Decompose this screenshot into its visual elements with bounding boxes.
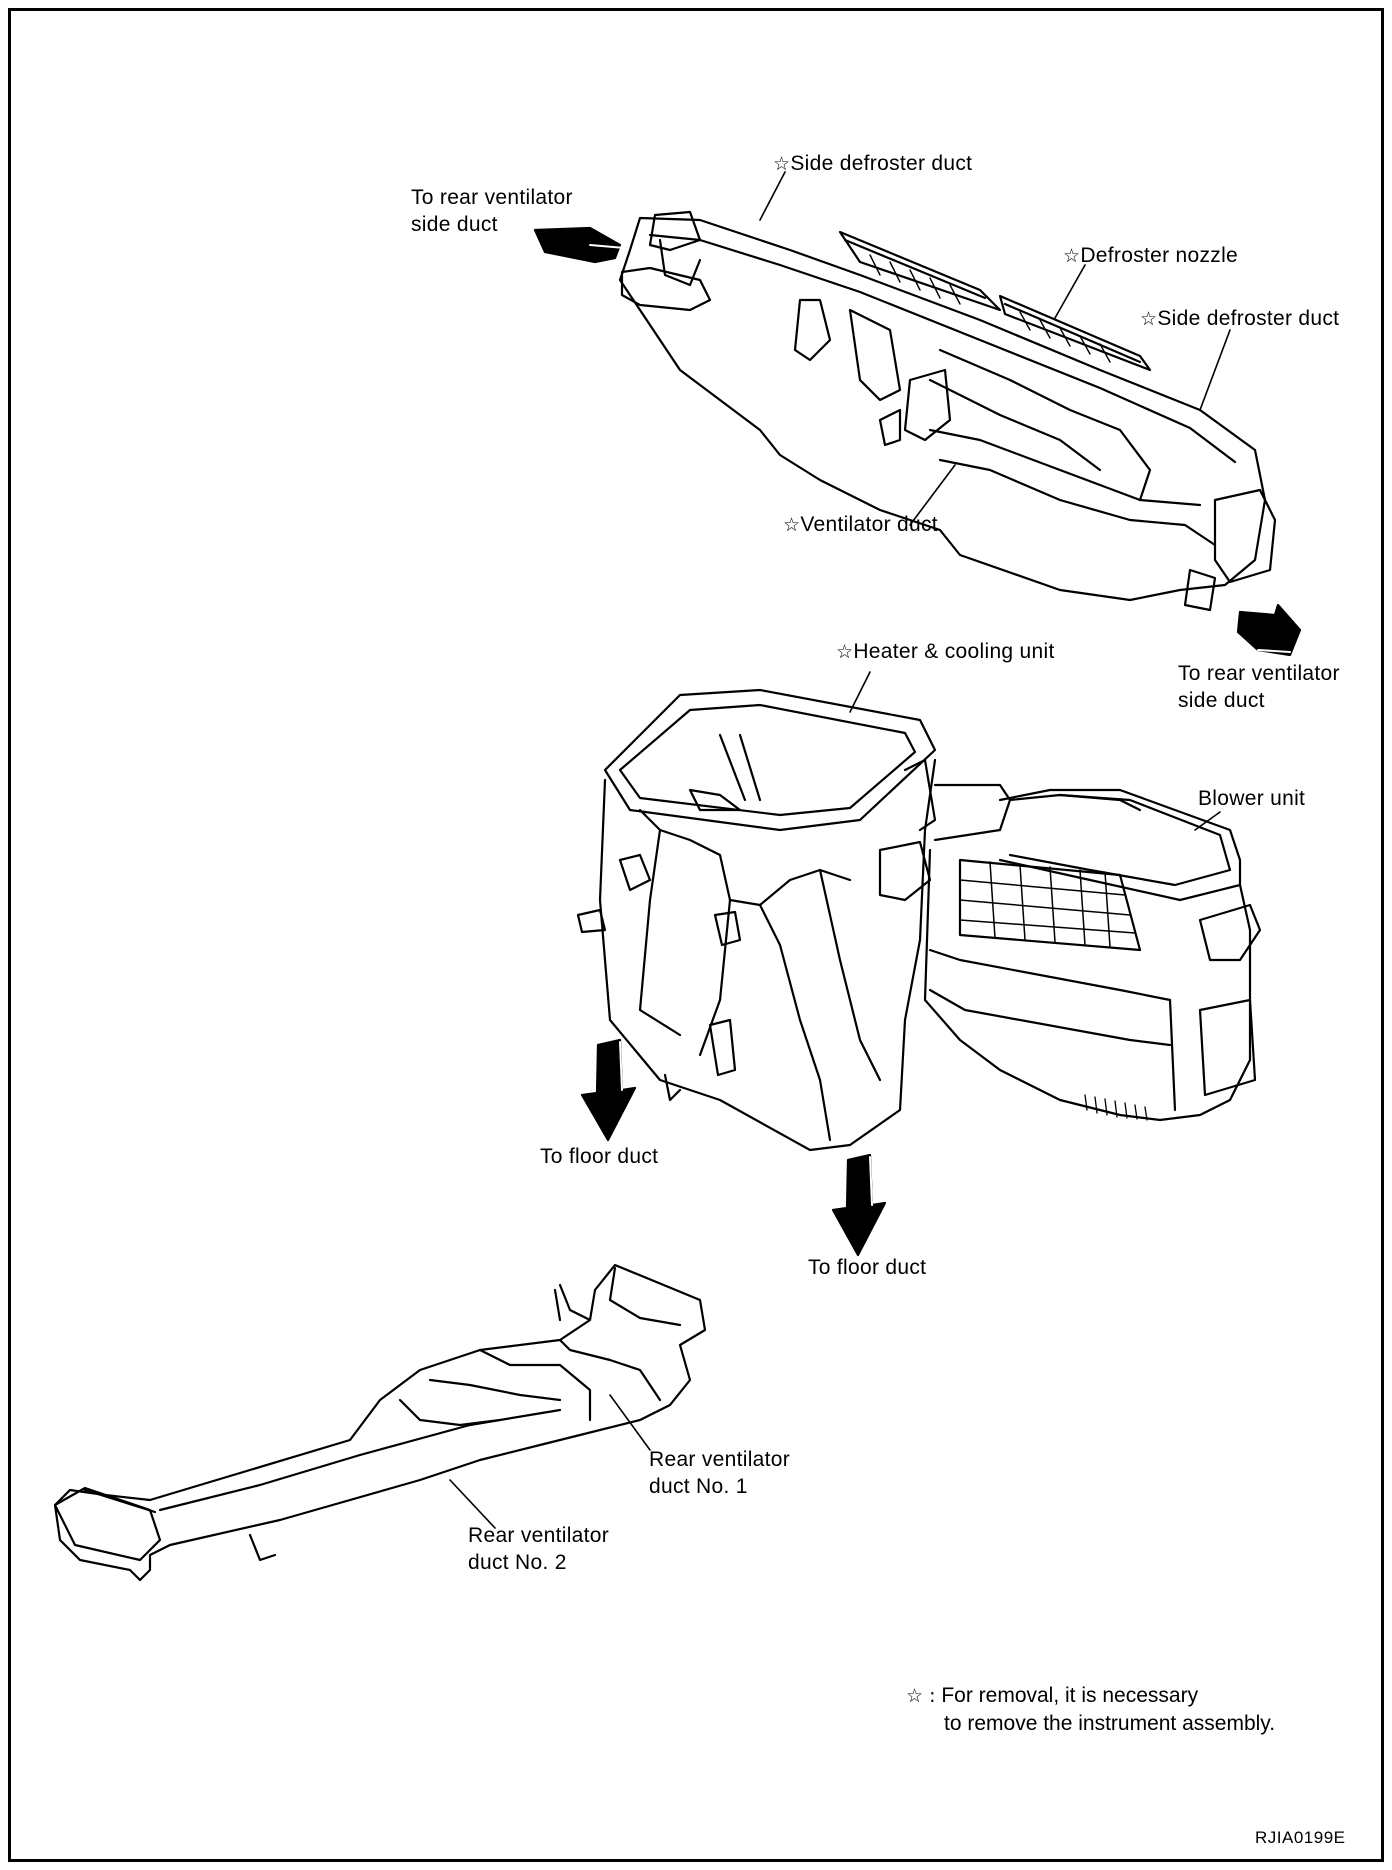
leader-lines-top [759,171,1231,526]
removal-note-line-2: to remove the instrument assembly. [944,1712,1276,1735]
label-to-floor-duct-right: To floor duct [808,1256,927,1279]
note-line-1: For removal, it is necessary [941,1684,1199,1707]
label-heater-cooling-unit: ☆Heater & cooling unit [836,640,1055,663]
removal-note: ☆ : For removal, it is necessary [906,1682,1198,1710]
label-to-floor-duct-left: To floor duct [540,1145,659,1168]
label-to-rear-ventilator-right: To rear ventilator side duct [1178,662,1340,712]
arrow-to-rear-vent-left [533,226,626,264]
label-defroster-nozzle: ☆Defroster nozzle [1063,244,1239,267]
label-ventilator-duct: ☆Ventilator duct [783,513,938,536]
diagram-frame [8,8,1384,1862]
label-rear-ventilator-duct-2: Rear ventilator duct No. 2 [468,1524,610,1574]
note-marker: ☆ : [906,1685,936,1707]
arrow-to-floor-duct-right [831,1153,887,1257]
leader-lines-middle [849,671,1221,831]
label-to-rear-ventilator-left: To rear ventilator side duct [411,186,573,236]
arrow-to-rear-vent-right [1236,603,1302,657]
label-blower-unit: Blower unit [1198,787,1306,810]
heater-cooling-unit [576,688,937,1152]
arrow-to-floor-duct-left [580,1038,637,1142]
label-side-defroster-duct-left: ☆Side defroster duct [773,152,973,175]
label-side-defroster-duct-right: ☆Side defroster duct [1140,307,1340,330]
leader-lines-bottom [449,1394,651,1529]
rear-ventilator-ducts [53,1263,707,1582]
figure-code: RJIA0199E [1255,1828,1346,1847]
blower-unit [923,783,1262,1122]
label-rear-ventilator-duct-1: Rear ventilator duct No. 1 [649,1448,791,1498]
defroster-duct-assembly [618,210,1277,612]
